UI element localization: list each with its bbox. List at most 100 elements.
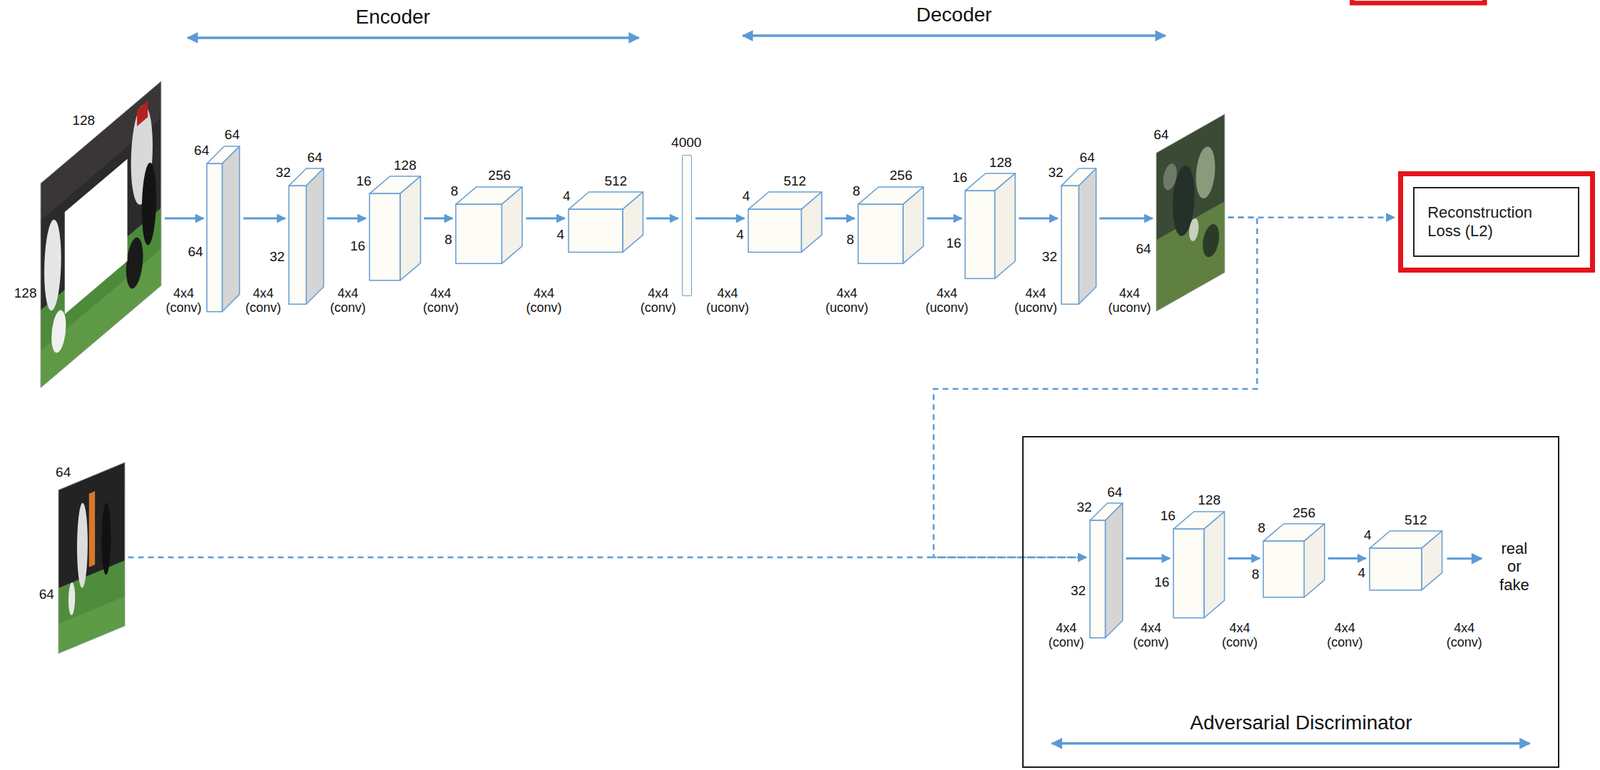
span-arrow [742, 34, 1165, 37]
span-arrow [187, 36, 639, 39]
block-side [1204, 511, 1225, 618]
dimension-label: 4 [1363, 527, 1372, 543]
photo-patch [51, 305, 66, 359]
image-shape [58, 462, 125, 654]
dimension-label: 128 [72, 112, 95, 128]
photo-patch [1156, 114, 1225, 312]
dimension-label: 128 [14, 285, 38, 301]
dimension-label: 64 [1107, 485, 1123, 501]
kernel-label: 4x4 (conv) [1133, 620, 1170, 650]
dimension-label: 32 [1070, 583, 1086, 599]
dimension-label: 64 [307, 150, 323, 166]
photo-patch [64, 159, 128, 314]
kernel-label: 4x4 (conv) [1326, 620, 1363, 650]
photo-patch [126, 231, 144, 296]
flow-arrow [1126, 557, 1171, 560]
block-shape [858, 186, 924, 264]
flow-arrow [423, 217, 453, 220]
loss-box: Reconstruction Loss (L2) [1398, 171, 1596, 273]
block-shape [206, 146, 240, 312]
block-side [1104, 502, 1123, 638]
discriminator-panel: Adversarial Discriminator326432161281682… [1022, 435, 1559, 768]
image-tile: 6464 [58, 462, 125, 654]
photo-patch [40, 81, 162, 388]
layer-block: 45124 [568, 191, 643, 252]
image-shape [1156, 114, 1225, 312]
feature-vector: 4000 [681, 154, 692, 296]
photo-patch [58, 596, 125, 654]
dimension-label: 64 [1135, 241, 1151, 257]
block-shape [1263, 523, 1325, 598]
block-side [502, 186, 523, 264]
dimension-label: 8 [444, 231, 453, 247]
layer-block: 82568 [455, 186, 523, 264]
block-front [1369, 547, 1422, 590]
block-shape [568, 191, 643, 252]
photo-frame [40, 81, 162, 388]
dimension-label: 32 [1047, 165, 1063, 181]
block-front [1173, 528, 1205, 618]
block-side [622, 191, 644, 252]
dimension-label: 64 [1079, 150, 1095, 166]
kernel-label: 4x4 (uconv) [825, 286, 869, 316]
dimension-label: 16 [350, 238, 366, 254]
block-shape [748, 191, 822, 252]
dimension-label: 64 [224, 127, 240, 143]
photo-patch [101, 500, 111, 577]
photo-patch [1189, 216, 1199, 244]
kernel-label: 4x4 (conv) [245, 286, 282, 316]
kernel-label: 4x4 (conv) [640, 286, 677, 316]
dimension-label: 256 [889, 169, 913, 185]
block-front [206, 163, 222, 312]
layer-block: 45124 [1369, 530, 1443, 590]
dimension-label: 128 [989, 155, 1013, 171]
dimension-label: 32 [1042, 248, 1058, 264]
block-front [1089, 520, 1105, 638]
kernel-label: 4x4 (conv) [330, 286, 366, 316]
dimension-label: 128 [1197, 492, 1221, 508]
block-side [1303, 523, 1325, 598]
block-front [858, 204, 904, 264]
dimension-label: 64 [1153, 126, 1169, 142]
photo-frame [58, 462, 125, 654]
layer-block: 1612816 [369, 176, 421, 281]
dimension-label: 64 [188, 244, 204, 260]
kernel-label: 4x4 (uconv) [1014, 286, 1058, 316]
block-front [965, 190, 995, 279]
flow-arrow [1018, 217, 1058, 220]
kernel-label: 4x4 (conv) [525, 286, 562, 316]
dimension-label: 256 [1292, 505, 1316, 521]
dimension-label: 16 [356, 174, 372, 190]
block-side [222, 146, 240, 312]
panel-title: Adversarial Discriminator [1189, 711, 1412, 734]
flow-arrow [927, 217, 963, 220]
dimension-label: 8 [846, 231, 855, 247]
layer-block: 82568 [1263, 523, 1325, 598]
photo [40, 81, 162, 388]
photo-patch [1195, 141, 1215, 204]
output-label: real or fake [1499, 539, 1530, 594]
layer-block: 326432 [288, 168, 324, 304]
flow-arrow [164, 217, 204, 220]
block-front [288, 185, 307, 304]
kernel-label: 4x4 (conv) [1048, 620, 1085, 650]
flow-arrow [1328, 557, 1367, 560]
photo-patch [58, 462, 125, 654]
dimension-label: 16 [945, 236, 961, 252]
dimension-label: 16 [1154, 574, 1170, 590]
block-side [1078, 168, 1096, 304]
dimension-label: 512 [1404, 512, 1428, 528]
layer-block: 82568 [858, 186, 924, 264]
flow-arrow [326, 217, 366, 220]
photo [58, 462, 125, 654]
flow-arrow [525, 217, 565, 220]
block-shape [1089, 502, 1123, 638]
photo-patch [136, 101, 148, 127]
kernel-label: 4x4 (conv) [423, 286, 459, 316]
layer-block: 1612816 [1173, 511, 1225, 618]
kernel-label: 4x4 (uconv) [706, 286, 749, 316]
image-tile: 128128 [40, 81, 162, 388]
kernel-label: 4x4 (uconv) [925, 286, 968, 316]
block-shape [1369, 530, 1443, 590]
block-shape [1173, 511, 1225, 618]
